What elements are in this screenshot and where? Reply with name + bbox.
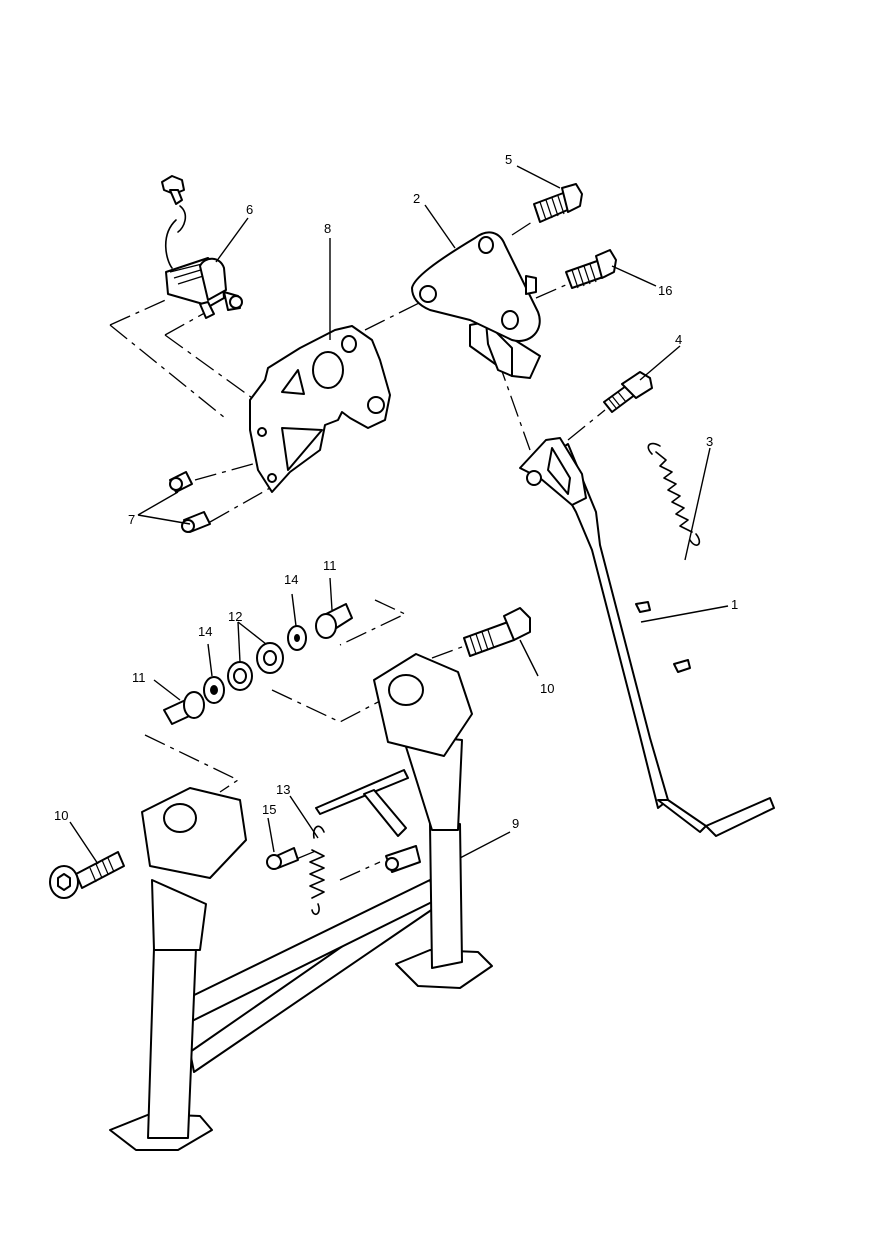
callout-13: 13 <box>276 782 290 797</box>
callout-1: 1 <box>731 597 738 612</box>
callout-14-upper: 14 <box>284 572 298 587</box>
callout-2: 2 <box>413 191 420 206</box>
switch-part <box>161 175 243 319</box>
screws-7-part <box>169 471 211 533</box>
callout-16: 16 <box>658 283 672 298</box>
callout-10-left: 10 <box>54 808 68 823</box>
mounting-plate-part <box>249 325 391 493</box>
callout-5: 5 <box>505 152 512 167</box>
bracket-part <box>411 231 541 379</box>
callout-11-lower: 11 <box>132 670 146 685</box>
callout-labels: 1 2 3 4 5 6 7 8 9 10 10 11 11 12 13 14 1… <box>54 152 738 831</box>
callout-4: 4 <box>675 332 682 347</box>
callout-15: 15 <box>262 802 276 817</box>
spring-13-part <box>309 825 325 916</box>
callout-11-upper: 11 <box>323 558 337 573</box>
bolt-5-part <box>533 183 583 223</box>
spring-3-part <box>647 442 701 546</box>
bolt-16-part <box>565 249 617 289</box>
callout-6: 6 <box>246 202 253 217</box>
leader-lines <box>69 165 729 865</box>
callout-3: 3 <box>706 434 713 449</box>
callout-10-right: 10 <box>540 681 554 696</box>
callout-14-lower: 14 <box>198 624 212 639</box>
bolt-4-part <box>603 371 653 413</box>
centre-stand-part <box>109 653 493 1151</box>
callout-7: 7 <box>128 512 135 527</box>
fasteners-part <box>163 603 353 725</box>
callout-12: 12 <box>228 609 242 624</box>
callout-8: 8 <box>324 221 331 236</box>
side-stand-part <box>519 437 775 837</box>
callout-9: 9 <box>512 816 519 831</box>
bolts-10-part <box>49 607 531 899</box>
screw-15-part <box>266 847 299 870</box>
